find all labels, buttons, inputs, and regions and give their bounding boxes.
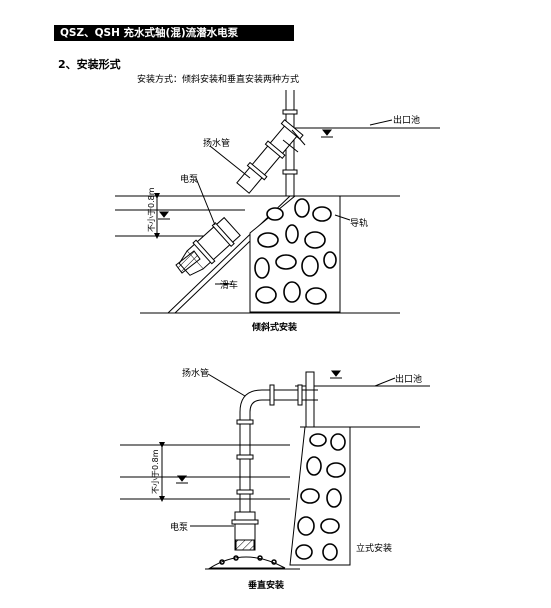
- vertical-outlet-label: 出口池: [395, 373, 422, 385]
- rail-label: 导轨: [350, 217, 368, 229]
- header-banner: QSZ、QSH 充水式轴(混)流潜水电泵: [54, 25, 294, 41]
- vertical-installation-diagram: [120, 370, 430, 570]
- vertical-type-label: 立式安装: [356, 542, 392, 554]
- inclined-pump-label: 电泵: [180, 173, 198, 185]
- inclined-caption: 倾斜式安装: [251, 321, 298, 333]
- cart-label: 滑车: [220, 279, 238, 291]
- inclined-pipe-label: 扬水管: [203, 137, 230, 149]
- vertical-caption: 垂直安装: [248, 579, 285, 591]
- inclined-installation-diagram: [115, 90, 440, 314]
- vertical-pipe-label: 扬水管: [182, 367, 209, 379]
- section-title: 2、安装形式: [58, 58, 121, 71]
- install-description: 安装方式：倾斜安装和垂直安装两种方式: [137, 75, 300, 85]
- vertical-depth-label: 不小于0.8m: [151, 449, 160, 494]
- stone-fill: [254, 198, 337, 305]
- inclined-outlet-label: 出口池: [393, 114, 420, 126]
- inclined-depth-label: 不小于0.8m: [147, 187, 156, 232]
- vertical-pump-label: 电泵: [170, 521, 188, 533]
